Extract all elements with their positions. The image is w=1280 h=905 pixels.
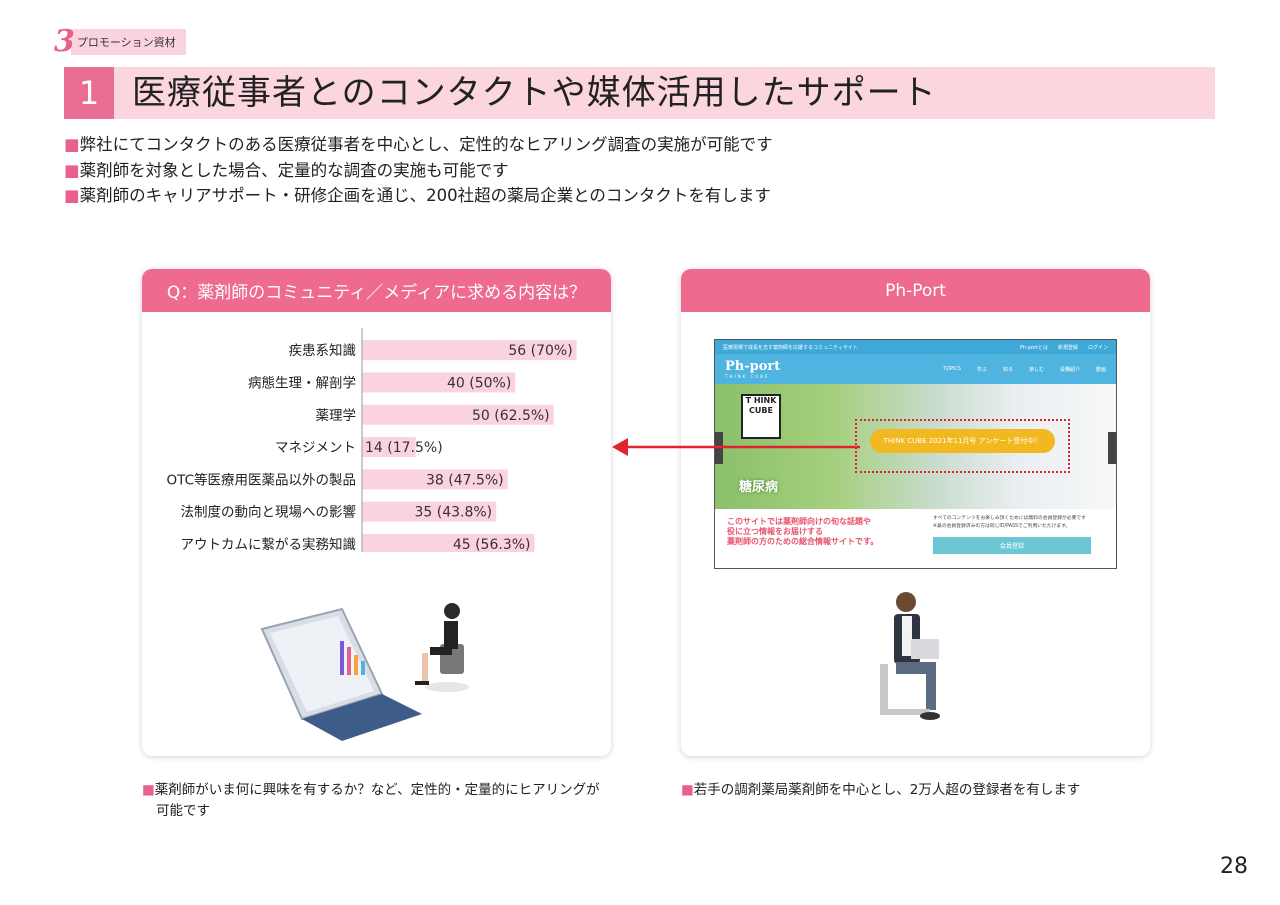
- category-label: マネジメント: [275, 440, 356, 456]
- site-menu: TOPICS 学ぶ 知る 楽しむ 役職紹介 動画: [943, 366, 1106, 373]
- bullet-marker: ■: [681, 782, 694, 798]
- category-label: 薬理学: [316, 408, 357, 424]
- site-menu-enjoy[interactable]: 楽しむ: [1028, 366, 1044, 373]
- data-label: 56 (70%): [508, 343, 572, 359]
- site-footer: このサイトでは薬剤師向けの旬な話題や 役に立つ情報をお届けする 薬剤師の方のため…: [715, 509, 1116, 568]
- site-register-button[interactable]: 会員登録: [933, 537, 1091, 554]
- category-label: 法制度の動向と現場への影響: [181, 504, 357, 521]
- site-signup-link[interactable]: 新規登録: [1057, 344, 1078, 351]
- title-number: 1: [64, 67, 114, 119]
- laptop-illustration-svg: [260, 603, 469, 741]
- site-login-link[interactable]: ログイン: [1087, 344, 1108, 351]
- bullet-marker: ■: [64, 186, 80, 205]
- survey-banner-button[interactable]: THINK CUBE 2021年11月号 アンケート受付中！: [870, 429, 1055, 453]
- bar-3: [362, 437, 416, 458]
- data-label: 14 (17.5%): [365, 440, 443, 456]
- survey-card-header: Q：薬剤師のコミュニティ／メディアに求める内容は？: [142, 269, 611, 312]
- site-logo-sub: THINK CUBE: [725, 374, 770, 379]
- category-label: 病態生理・解剖学: [248, 375, 356, 391]
- laptop-woman-illustration: [252, 589, 492, 749]
- bullet-marker: ■: [142, 782, 155, 798]
- title-bar: 1 医療従事者とのコンタクトや媒体活用したサポート: [64, 67, 1215, 119]
- site-tagline: このサイトでは薬剤師向けの旬な話題や 役に立つ情報をお届けする 薬剤師の方のため…: [727, 517, 879, 546]
- hero-word: 糖尿病: [739, 480, 779, 495]
- bar-5: [362, 501, 497, 522]
- data-label: 50 (62.5%): [472, 408, 550, 424]
- bar-6: [362, 533, 535, 552]
- site-menu-video[interactable]: 動画: [1095, 366, 1106, 373]
- survey-card: Q：薬剤師のコミュニティ／メディアに求める内容は？ 疾患系知識 56 (70%) 病…: [142, 269, 611, 756]
- think-cube-book: T HINK CUBE: [741, 394, 781, 439]
- section-tag: 3 プロモーション資材: [54, 24, 186, 59]
- bar-chart-svg: 疾患系知識 56 (70%) 病態生理・解剖学 40 (50%) 薬理学 50 (62.5…: [166, 328, 577, 552]
- bar-1: [362, 372, 516, 393]
- bullet-item: ■薬剤師のキャリアサポート・研修企画を通じ、200社超の薬局企業とのコンタクトを…: [64, 186, 771, 205]
- survey-caption: ■薬剤師がいま何に興味を有するか？など、定性的・定量的にヒアリングが 可能です: [142, 782, 600, 819]
- bullet-marker: ■: [64, 160, 80, 180]
- survey-chart: 疾患系知識 56 (70%) 病態生理・解剖学 40 (50%) 薬理学 50 (62.5…: [142, 312, 611, 552]
- bullet-list: ■弊社にてコンタクトのある医療従事者を中心とし、定性的なヒアリング調査の実施が可…: [64, 132, 773, 209]
- data-label: 45 (56.3%): [453, 537, 531, 552]
- site-menu-learn[interactable]: 学ぶ: [976, 366, 987, 373]
- site-menu-know[interactable]: 知る: [1002, 366, 1013, 373]
- carousel-next-icon[interactable]: [1108, 432, 1116, 464]
- site-note: すべてのコンテンツをお楽しみ頂くためには無料の会員登録が必要です ※兼の会員登録…: [933, 516, 1086, 529]
- man-laptop-illustration: [866, 584, 966, 749]
- site-about-link[interactable]: Ph-portとは: [1019, 344, 1048, 351]
- site-logo[interactable]: Ph-port: [725, 359, 781, 374]
- section-label: プロモーション資材: [70, 29, 186, 55]
- bullet-item: ■弊社にてコンタクトのある医療従事者を中心とし、定性的なヒアリング調査の実施が可…: [64, 135, 773, 154]
- ph-port-card-header: Ph-Port: [681, 269, 1150, 312]
- site-nav: Ph-port THINK CUBE TOPICS 学ぶ 知る 楽しむ 役職紹介…: [715, 354, 1116, 384]
- page-title: 医療従事者とのコンタクトや媒体活用したサポート: [132, 73, 937, 113]
- bullet-item: ■薬剤師を対象とした場合、定量的な調査の実施も可能です: [64, 160, 509, 180]
- ph-port-card: Ph-Port 医療現場で成長を志す薬剤師を応援するコミュニティサイト Ph-p…: [681, 269, 1150, 756]
- section-number: 3: [54, 24, 75, 59]
- bar-4: [362, 469, 508, 490]
- category-label: 疾患系知識: [289, 342, 357, 359]
- data-label: 35 (43.8%): [414, 505, 492, 521]
- bullet-marker: ■: [64, 135, 80, 154]
- data-label: 38 (47.5%): [426, 472, 504, 488]
- connector-arrow-icon: [612, 438, 860, 456]
- category-label: アウトカムに繋がる実務知識: [181, 536, 357, 552]
- data-label: 40 (50%): [447, 375, 511, 391]
- man-illustration-svg: [880, 592, 940, 720]
- ph-port-caption: ■若手の調剤薬局薬剤師を中心とし、2万人超の登録者を有します: [681, 782, 1081, 798]
- category-label: OTC等医療用医薬品以外の製品: [166, 471, 356, 488]
- ph-port-screenshot: 医療現場で成長を志す薬剤師を応援するコミュニティサイト Ph-portとは 新規…: [714, 339, 1117, 569]
- bar-2: [362, 404, 554, 425]
- site-menu-topics[interactable]: TOPICS: [942, 365, 961, 372]
- site-menu-roles[interactable]: 役職紹介: [1059, 366, 1080, 373]
- page-number: 28: [1220, 854, 1248, 879]
- site-top-bar: 医療現場で成長を志す薬剤師を応援するコミュニティサイト Ph-portとは 新規…: [715, 340, 1116, 354]
- bar-0: [362, 340, 577, 361]
